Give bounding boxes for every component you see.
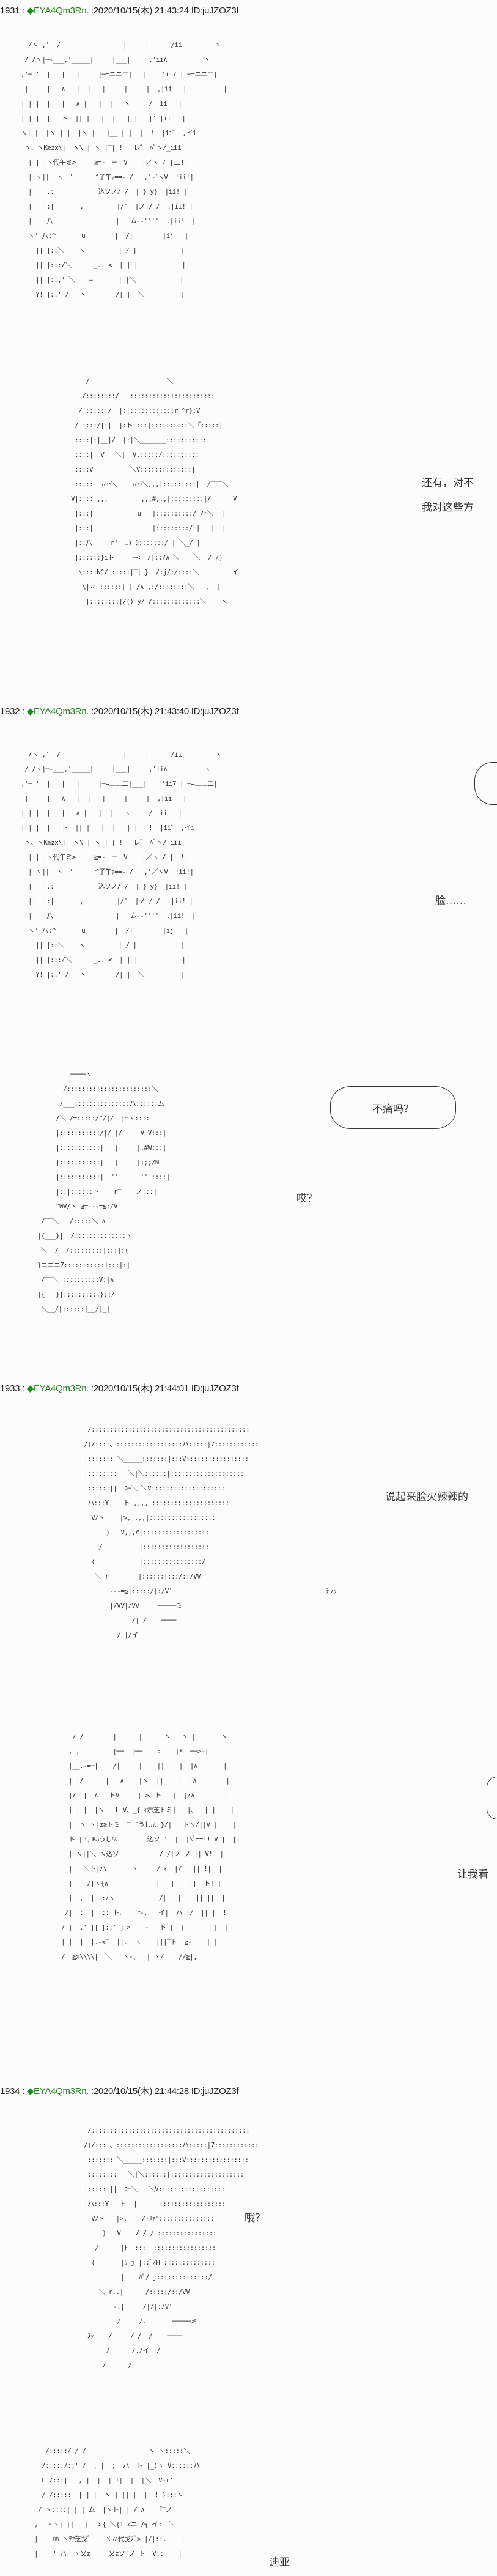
ascii-art-panel: /:::::::::::::::::::::::::::::::::::::::… [84, 2126, 259, 2369]
speech-bubble: 不痛吗？ [330, 1086, 456, 1129]
post-meta: :2020/10/15(木) 21:44:01 ID:juJZOZ3f [89, 1383, 239, 1394]
ascii-art-panel: /:::::/ / / ヽ ヽ:::::＼ /:::::/:;' / , | ;… [34, 2447, 200, 2558]
dialogue-line: 我对这些方 [422, 502, 474, 514]
poster-trip: EYA4Qm3Rn. [34, 2086, 89, 2097]
sound-effect: ﾁﾗｯ [326, 1586, 337, 1595]
ascii-art-panel: /ヽ ,' / | | /ii ヽ / /ヽ|─-___,'_____| |__… [21, 41, 227, 298]
separator: : [20, 706, 27, 717]
post-header: 1934 : ◆EYA4Qm3Rn. :2020/10/15(木) 21:44:… [0, 2084, 239, 2097]
dialogue-line: 哦？ [245, 2212, 265, 2224]
diamond-icon: ◆ [26, 1383, 34, 1394]
separator: : [20, 2086, 27, 2097]
dialogue-line: 哎？ [296, 1193, 317, 1205]
separator: : [20, 6, 27, 16]
speech-bubble-partial [487, 1777, 497, 1819]
dialogue-line: 说起来脸火辣辣的 [385, 1491, 468, 1503]
ascii-art-panel: /ヽ ,' / | | /ii ヽ / /ヽ|─-___,'_____| |__… [21, 750, 222, 979]
post-meta: :2020/10/15(木) 21:43:24 ID:juJZOZ3f [89, 6, 239, 16]
dialogue-line: 脸…… [435, 895, 466, 907]
poster-trip: EYA4Qm3Rn. [34, 706, 89, 717]
dialogue-line: 迪亚 [269, 2556, 290, 2569]
post-header: 1931 : ◆EYA4Qm3Rn. :2020/10/15(木) 21:43:… [0, 4, 239, 17]
diamond-icon: ◆ [26, 706, 34, 717]
post-meta: :2020/10/15(木) 21:44:28 ID:juJZOZ3f [89, 2086, 239, 2097]
separator: : [20, 1383, 27, 1394]
post-number: 1932 [0, 706, 20, 717]
diamond-icon: ◆ [26, 6, 34, 16]
post-number: 1931 [0, 6, 20, 16]
ascii-art-panel: /:::::::::::::::::::::::::::::::::::::::… [84, 1426, 259, 1639]
diamond-icon: ◆ [26, 2086, 34, 2097]
speech-bubble-partial [474, 762, 497, 805]
bubble-text: 不痛吗？ [372, 1103, 414, 1116]
post-meta: :2020/10/15(木) 21:43:40 ID:juJZOZ3f [89, 706, 239, 717]
ascii-art-panel: / / | | ヽ ヽ | ヽ , , |___|── |── : |∧ ──>… [61, 1733, 237, 1961]
ascii-art-panel: ────ヽ /:::::::::::::::::::::::＼ /___::::… [37, 1070, 170, 1313]
post-number: 1933 [0, 1383, 20, 1394]
post-header: 1932 : ◆EYA4Qm3Rn. :2020/10/15(木) 21:43:… [0, 705, 239, 717]
poster-trip: EYA4Qm3Rn. [34, 6, 89, 16]
dialogue-line: 还有，对不 [422, 477, 474, 489]
ascii-art-panel: /‾‾‾‾‾‾‾‾‾‾‾‾‾‾‾‾‾‾‾‾‾＼ /::::::::/ :::::… [71, 377, 238, 605]
post-number: 1934 [0, 2086, 20, 2097]
post-header: 1933 : ◆EYA4Qm3Rn. :2020/10/15(木) 21:44:… [0, 1382, 239, 1394]
poster-trip: EYA4Qm3Rn. [34, 1383, 89, 1394]
dialogue-line: 让我看 [457, 1868, 488, 1881]
